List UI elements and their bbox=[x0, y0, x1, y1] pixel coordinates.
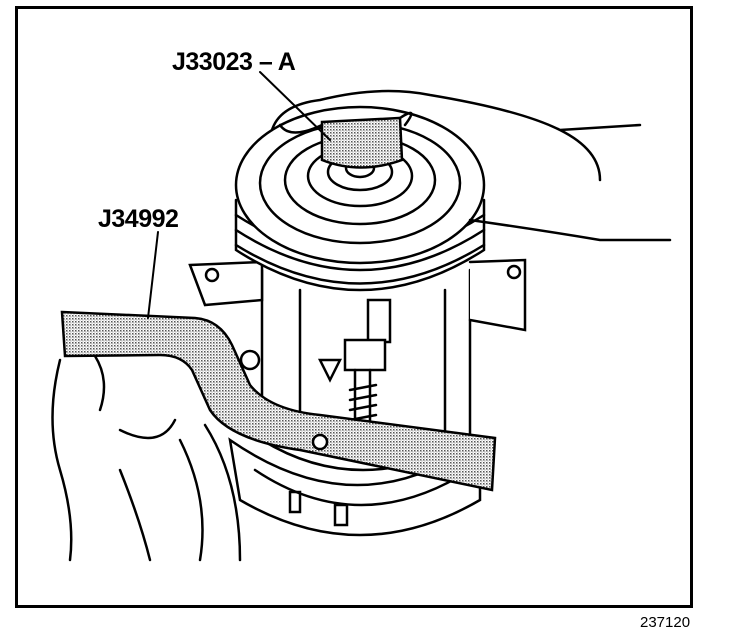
leader-j34992 bbox=[147, 231, 159, 319]
tool-j34992-bar bbox=[60, 310, 497, 492]
illustration-frame bbox=[15, 6, 693, 608]
hand-top bbox=[270, 89, 672, 242]
figure-number: 237120 bbox=[640, 614, 691, 631]
tool-j33023a bbox=[320, 116, 404, 169]
clutch-pulley bbox=[234, 105, 486, 292]
leader-j33023a bbox=[259, 71, 331, 141]
label-j33023a: J33023 – A bbox=[172, 48, 296, 76]
hand-left bbox=[51, 354, 242, 562]
label-j34992: J34992 bbox=[98, 205, 179, 233]
